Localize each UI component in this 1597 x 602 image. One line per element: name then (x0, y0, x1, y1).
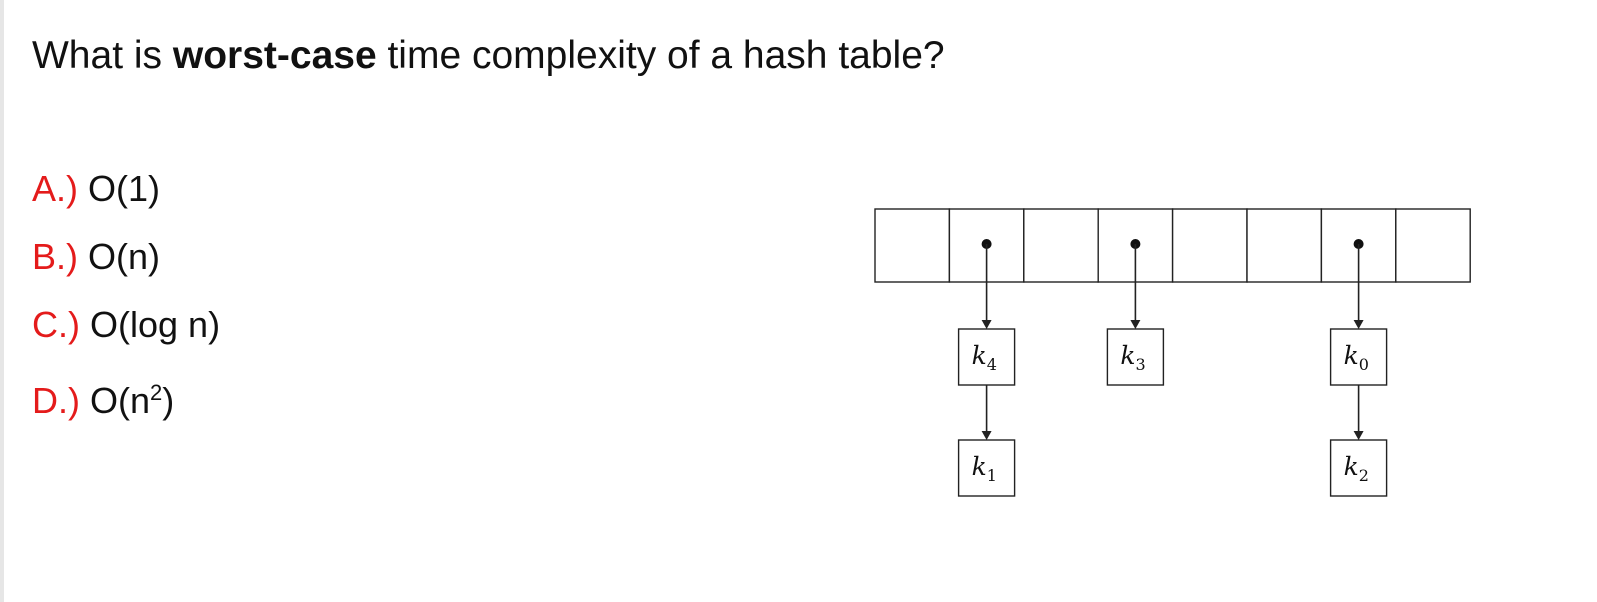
key-base: k (1344, 341, 1359, 370)
key-base: k (1120, 341, 1135, 370)
chain-node (1106, 328, 1165, 386)
key-base: k (972, 341, 987, 370)
hash-slot (1395, 208, 1471, 283)
option-letter: C.) (32, 304, 80, 345)
chain-arrow-arrowhead (981, 320, 992, 329)
key-subscript: 1 (987, 466, 997, 485)
hash-slot (874, 208, 951, 283)
question-text: What is worst-case time complexity of a … (32, 30, 945, 82)
option-text-superscript: 2 (150, 380, 163, 405)
chain-node (1329, 439, 1388, 497)
chain-node-key: k4 (972, 341, 997, 374)
chain-arrow-arrowhead (1353, 320, 1364, 329)
option-d[interactable]: D.) O(n2) (32, 368, 220, 436)
key-subscript: 2 (1359, 466, 1369, 485)
chain-arrow-arrowhead (1130, 320, 1141, 329)
hash-slot (1246, 208, 1323, 283)
hash-table-slots (874, 208, 1471, 283)
key-subscript: 3 (1136, 355, 1146, 374)
chain-node (957, 439, 1016, 497)
chain-node-key: k2 (1344, 452, 1369, 485)
option-b[interactable]: B.) O(n) (32, 232, 220, 300)
chain-node (1329, 328, 1388, 386)
option-text-closing: ) (162, 380, 175, 421)
hash-slot (1023, 208, 1099, 283)
option-letter: A.) (32, 168, 79, 209)
left-border (0, 0, 4, 602)
question-prefix: What is (32, 34, 173, 77)
question-suffix: time complexity of a hash table? (376, 34, 945, 77)
chain-node-key: k0 (1344, 341, 1369, 374)
option-text: O(n) (88, 236, 161, 277)
option-letter: D.) (32, 380, 80, 421)
option-text-base: O(n (90, 380, 151, 421)
key-subscript: 0 (1359, 355, 1369, 374)
chain-slot-3: k3 (1106, 239, 1165, 386)
chain-arrow-arrowhead (1353, 431, 1364, 440)
option-letter: B.) (32, 236, 79, 277)
option-text: O(1) (88, 168, 161, 209)
hash-slot (1171, 208, 1248, 283)
option-a[interactable]: A.) O(1) (32, 164, 220, 232)
option-c[interactable]: C.) O(log n) (32, 300, 220, 368)
chain-node-key: k3 (1120, 341, 1145, 374)
chain-node-key: k1 (972, 452, 997, 485)
answer-options: A.) O(1) B.) O(n) C.) O(log n) D.) O(n2) (32, 164, 220, 436)
chain-arrow-arrowhead (981, 431, 992, 440)
option-text: O(log n) (90, 304, 221, 345)
key-subscript: 4 (987, 355, 997, 374)
key-base: k (972, 452, 987, 481)
key-base: k (1344, 452, 1359, 481)
option-text: O(n2) (90, 380, 174, 421)
question-emphasis: worst-case (172, 34, 377, 77)
